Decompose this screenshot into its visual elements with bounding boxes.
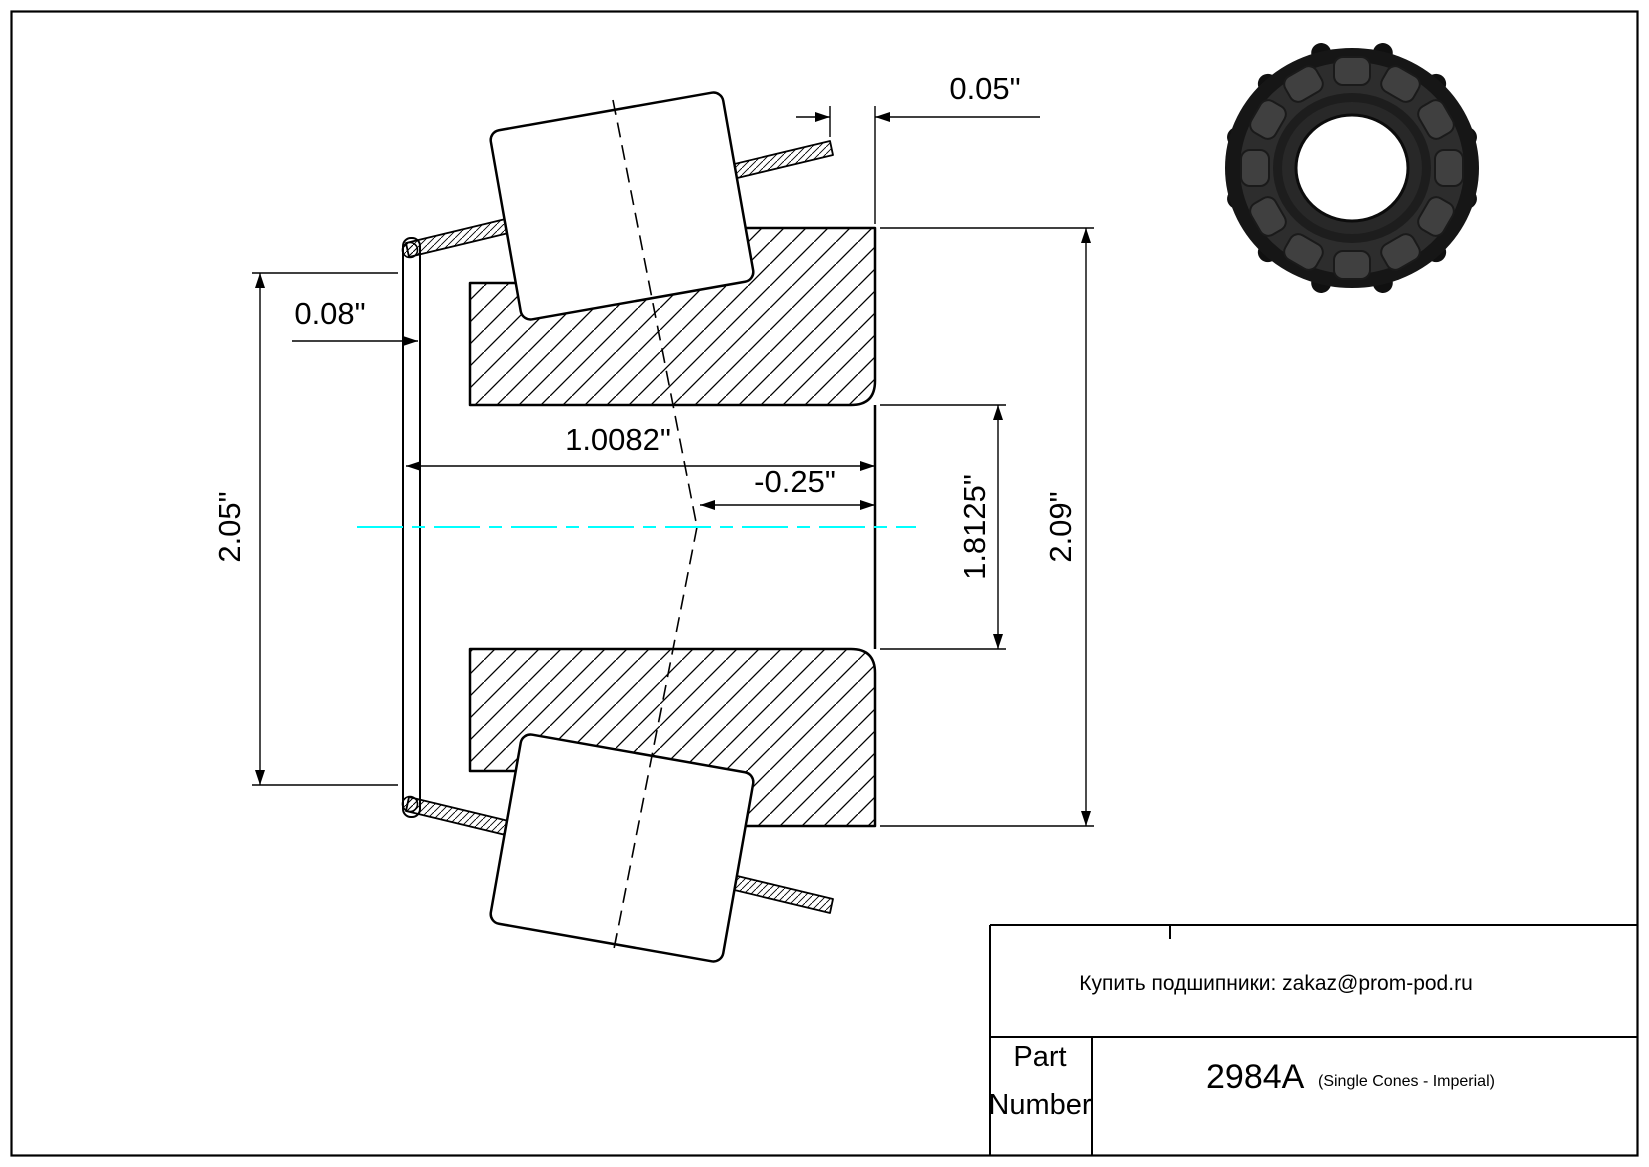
part-number: 2984A (1206, 1058, 1305, 1096)
cone-section-top (468, 226, 877, 407)
part-label-line2: Number (988, 1089, 1091, 1121)
title-block: Купить подшипники: zakaz@prom-pod.ru Par… (988, 924, 1638, 1156)
dim-label-bore-diameter: 1.8125" (957, 474, 992, 580)
roller-axis-top (612, 99, 698, 528)
dimensions: 0.05" 0.08" 1.0082" -0.25" 1.8125" 2. (212, 71, 1094, 827)
roller-top (489, 91, 755, 321)
bearing-bore (1294, 113, 1410, 223)
dim-bore-diameter (880, 404, 1006, 650)
dim-label-cup-offset: 0.05" (949, 71, 1020, 106)
page-border (10, 10, 1639, 1157)
series-note: (Single Cones - Imperial) (1318, 1073, 1495, 1090)
roller-axis-bottom (612, 526, 698, 955)
dim-cup-offset (796, 106, 1040, 224)
dim-label-cone-width: 1.0082" (565, 422, 671, 457)
dim-label-effective-center: -0.25" (754, 464, 836, 499)
supplier-note: Купить подшипники: zakaz@prom-pod.ru (1079, 972, 1473, 995)
dim-outer-diameter (880, 227, 1094, 827)
dim-label-rib-diameter: 2.05" (212, 491, 247, 562)
roller-bottom (489, 733, 755, 963)
dim-label-outer-diameter: 2.09" (1043, 491, 1078, 562)
dim-label-flange-width: 0.08" (294, 296, 365, 331)
bearing-rollers (1240, 56, 1464, 280)
bearing-cross-section (401, 91, 877, 963)
bearing-photo (1225, 43, 1479, 293)
dim-rib-diameter (252, 272, 398, 786)
part-label-line1: Part (1013, 1041, 1066, 1073)
